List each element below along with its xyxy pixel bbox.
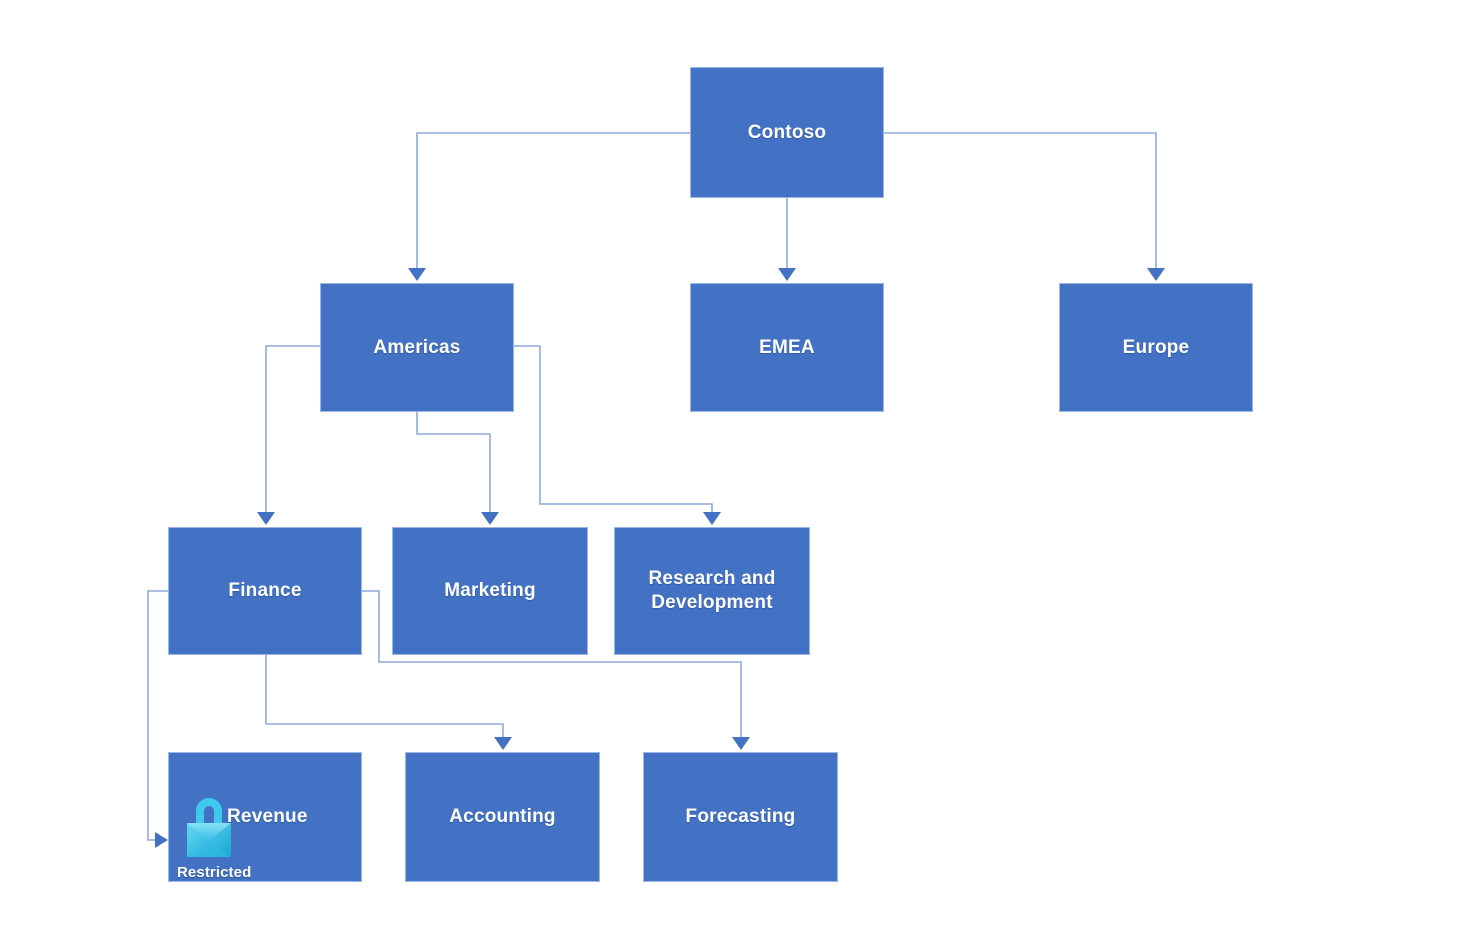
node-label: Marketing xyxy=(444,580,536,602)
node-label: Americas xyxy=(373,336,461,358)
arrowhead-finance-revenue xyxy=(155,832,168,848)
node-emea[interactable]: EMEA xyxy=(690,283,884,412)
node-label: Contoso xyxy=(747,121,827,143)
sensitivity-label-text: Restricted xyxy=(177,864,252,882)
arrowhead-contoso-americas xyxy=(408,268,426,281)
arrowhead-contoso-emea xyxy=(778,268,796,281)
sensitivity-badge[interactable]: Restricted xyxy=(177,791,251,883)
connector-contoso-americas xyxy=(416,132,690,272)
node-label: Finance xyxy=(228,580,302,602)
connector-americas-rnd xyxy=(514,345,713,516)
arrowhead-americas-rnd xyxy=(703,512,721,525)
arrowhead-finance-forecasting xyxy=(732,737,750,750)
connector-contoso-europe xyxy=(884,132,1157,272)
node-americas[interactable]: Americas xyxy=(320,283,514,412)
arrowhead-americas-finance xyxy=(257,512,275,525)
node-marketing[interactable]: Marketing xyxy=(392,527,588,655)
node-accounting[interactable]: Accounting xyxy=(405,752,600,882)
node-forecasting[interactable]: Forecasting xyxy=(643,752,838,882)
node-finance[interactable]: Finance xyxy=(168,527,362,655)
connector-finance-accounting xyxy=(265,655,504,741)
node-research-and-development[interactable]: Research and Development xyxy=(614,527,810,655)
arrowhead-finance-accounting xyxy=(494,737,512,750)
node-label: Europe xyxy=(1122,336,1190,358)
node-label: EMEA xyxy=(759,336,815,358)
arrowhead-americas-marketing xyxy=(481,512,499,525)
arrowhead-contoso-europe xyxy=(1147,268,1165,281)
node-label: Research and Development xyxy=(648,568,776,613)
lock-icon xyxy=(187,798,231,857)
node-label: Accounting xyxy=(449,806,556,828)
node-revenue[interactable]: Restricted Revenue xyxy=(168,752,362,882)
connector-americas-finance xyxy=(265,345,320,516)
connector-finance-revenue xyxy=(147,590,168,841)
node-contoso[interactable]: Contoso xyxy=(690,67,884,198)
connector-americas-marketing xyxy=(416,412,491,516)
node-europe[interactable]: Europe xyxy=(1059,283,1253,412)
node-label: Forecasting xyxy=(685,806,796,828)
node-label: Revenue xyxy=(227,806,308,828)
